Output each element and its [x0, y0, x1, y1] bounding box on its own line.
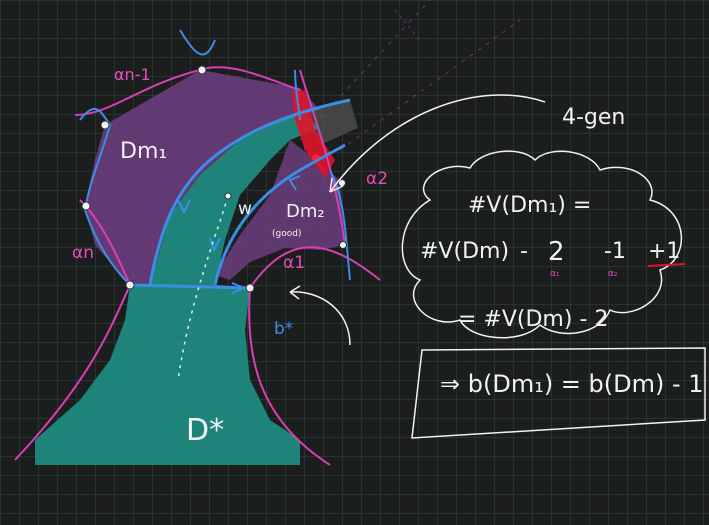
equation-line2-two: 2 — [548, 237, 565, 267]
curve-blue-top — [179, 29, 216, 56]
label-dm1: Dm₁ — [120, 139, 167, 164]
underline-plus-one — [647, 263, 686, 267]
pointer-arrow-head-b-star — [289, 285, 301, 300]
dashed-guide-magenta — [339, 19, 521, 151]
equation-sub-alpha2: α₂ — [608, 269, 618, 279]
equation-line3: = #V(Dm) - 2 — [458, 307, 608, 332]
vertex-base-left — [125, 280, 135, 290]
label-dm2: Dm₂ — [286, 201, 325, 222]
vertex-w — [224, 192, 232, 200]
equation-cloud — [401, 150, 682, 339]
curve-alpha-1 — [249, 246, 381, 289]
dashed-path-w — [177, 195, 229, 381]
label-good: (good) — [272, 229, 301, 239]
vertex-left — [81, 201, 91, 211]
curve-left-boundary — [14, 284, 131, 461]
equation-line1: #V(Dm₁) = — [468, 193, 591, 218]
curve-blue-top-right — [294, 69, 301, 121]
equation-sub-alpha1: α₁ — [550, 269, 560, 279]
result-box — [411, 347, 706, 439]
arrow-arm-icon — [288, 175, 301, 191]
curve-blue-left — [79, 107, 131, 286]
label-alpha-2: α2 — [366, 169, 388, 189]
label-alpha-n: αn — [72, 243, 94, 263]
pointer-arrow-head-4gen — [329, 177, 344, 193]
region-dm2 — [215, 140, 345, 280]
label-4-gen: 4-gen — [562, 105, 625, 130]
equation-line2-pos-one: +1 — [648, 239, 680, 264]
curve-blue-inner — [148, 98, 351, 286]
vertex-top — [197, 65, 207, 75]
region-dm1 — [85, 70, 320, 285]
pointer-arrow-b-star — [289, 291, 351, 346]
label-alpha-1: α1 — [283, 253, 305, 273]
equation-line2-neg-one: -1 — [604, 239, 626, 264]
label-b-star: b* — [274, 319, 293, 339]
vertex-left-top — [100, 120, 110, 130]
arrow-left-icon — [177, 199, 191, 215]
label-alpha-n-minus-1: αn-1 — [114, 65, 151, 84]
equation-result: ⇒ b(Dm₁) = b(Dm) - 1 — [440, 370, 704, 398]
vertex-base-right — [245, 283, 255, 293]
equation-line2-minus: - — [520, 239, 528, 264]
curve-blue-base — [129, 283, 251, 290]
curve-alpha-2 — [299, 69, 346, 246]
vertices — [81, 65, 347, 293]
curve-blue-arm — [213, 143, 346, 286]
label-d-star: D* — [186, 413, 224, 448]
curve-right-boundary — [248, 287, 331, 466]
arrow-inner-icon — [209, 237, 221, 253]
vertex-alpha1 — [339, 241, 347, 249]
arrow-base-icon — [231, 282, 247, 294]
label-w: w — [238, 199, 252, 219]
curve-blue-right — [329, 169, 351, 281]
equation-line2-lhs: #V(Dm) — [420, 239, 509, 264]
pointer-arrow-4gen — [329, 94, 546, 193]
region-d-star — [35, 112, 320, 465]
